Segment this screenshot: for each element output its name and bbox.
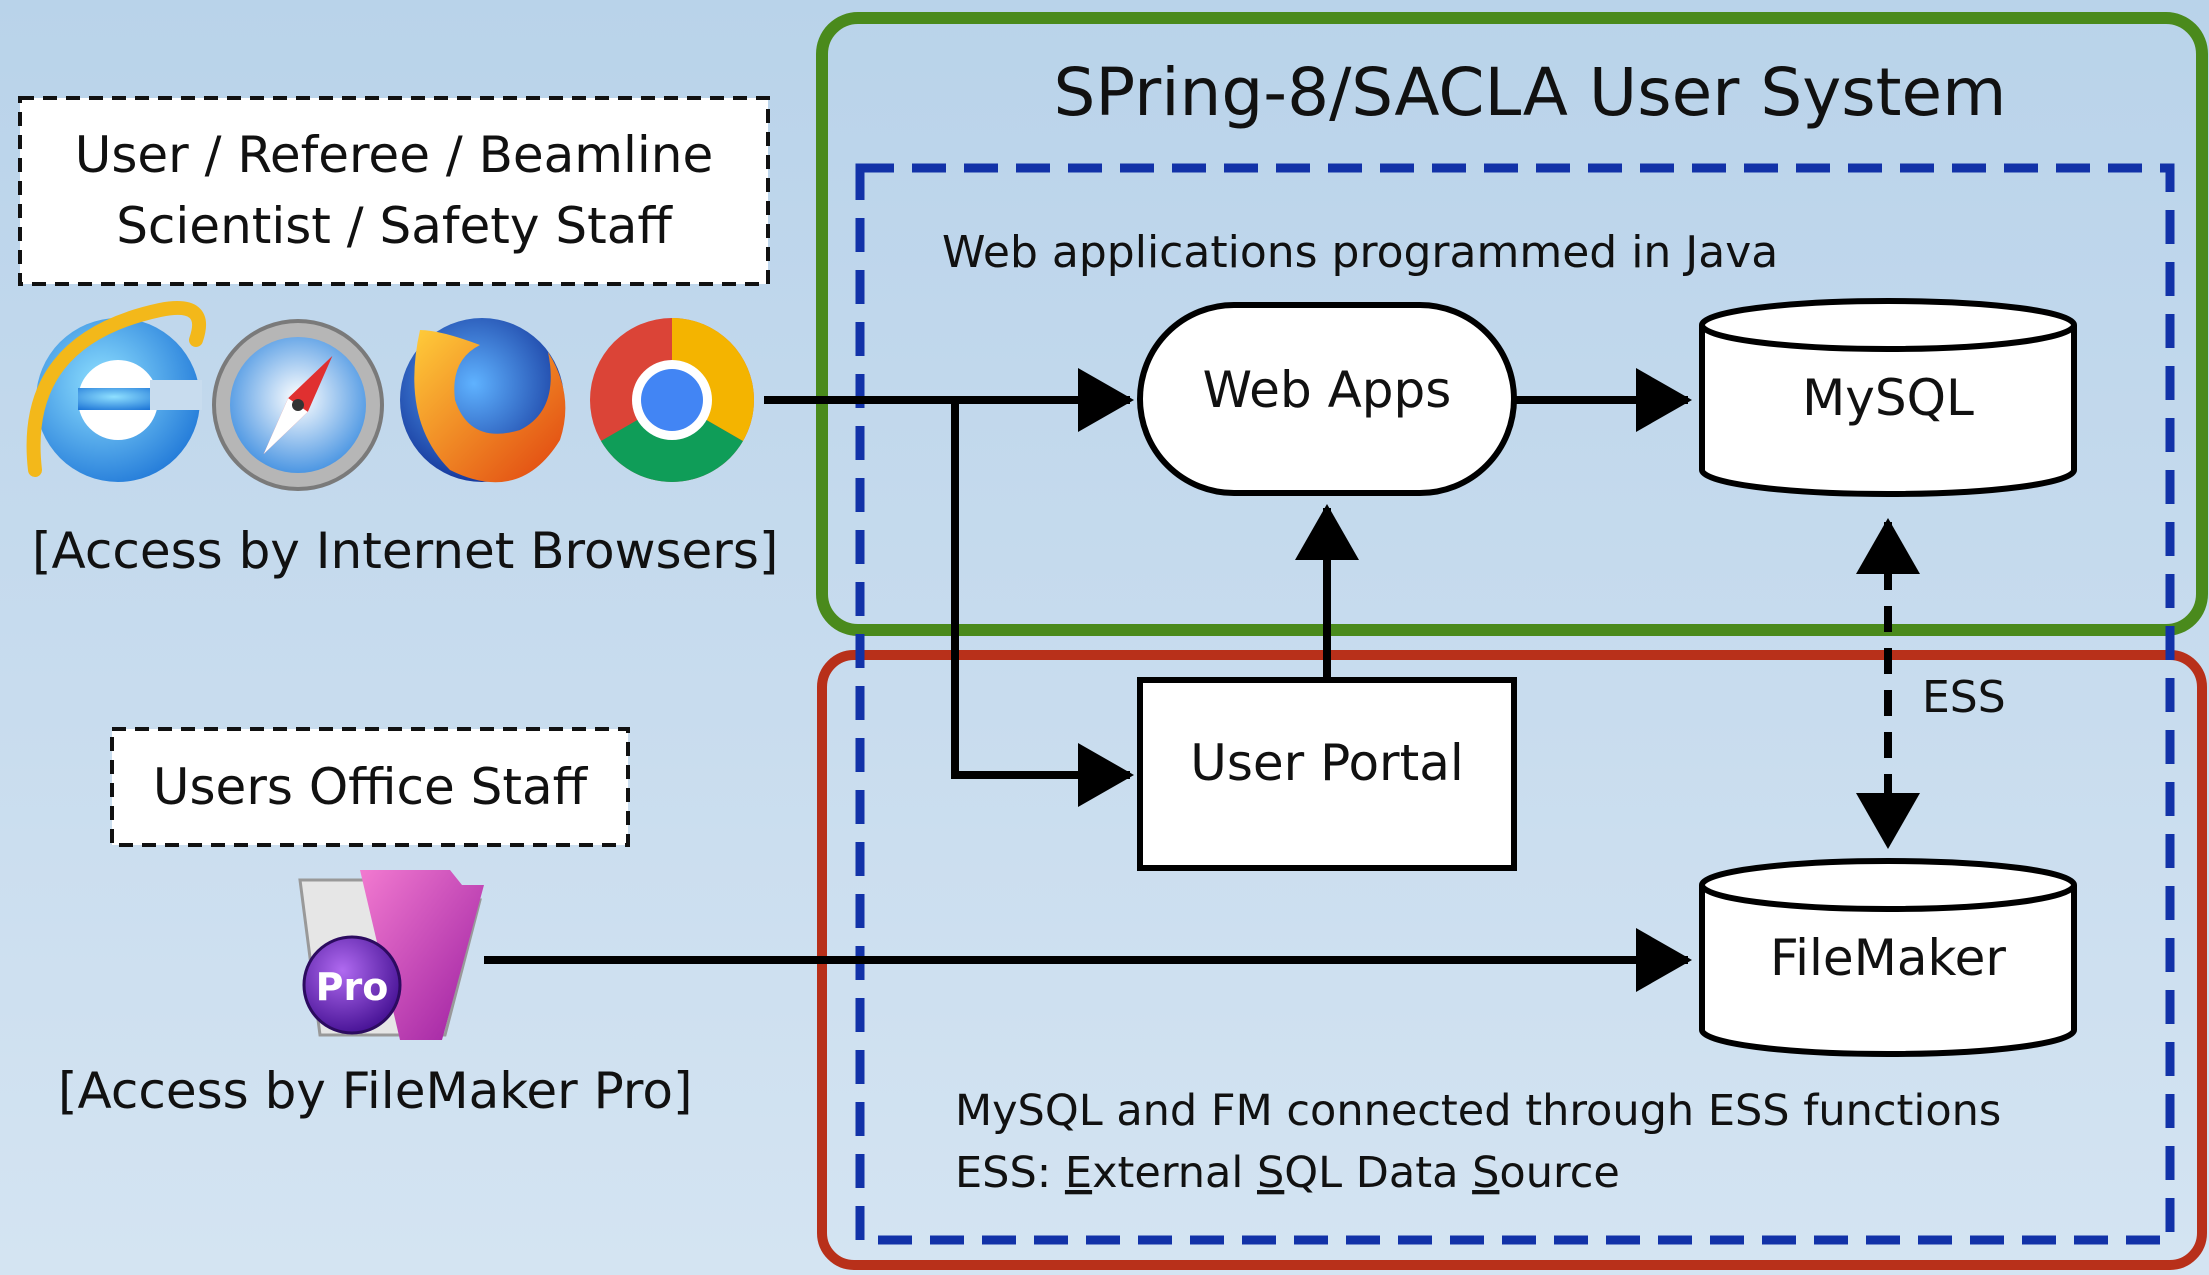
filemaker-access-label: [Access by FileMaker Pro] (58, 1062, 692, 1120)
ess-note-line1: MySQL and FM connected through ESS funct… (955, 1086, 2001, 1136)
browser-users-label-line1: User / Referee / Beamline (75, 126, 713, 184)
system-title: SPring-8/SACLA User System (1054, 54, 2007, 131)
filemaker-pro-badge: Pro (316, 965, 389, 1009)
user-portal-node: User Portal (1137, 677, 1517, 871)
browser-to-portal-arrow (951, 400, 1134, 807)
mysql-node: MySQL (1699, 298, 2077, 497)
ess-link-label: ESS (1922, 672, 2006, 723)
internet-explorer-icon (26, 301, 207, 482)
web-apps-node: Web Apps (1137, 302, 1517, 496)
browser-access-label: [Access by Internet Browsers] (32, 522, 778, 580)
filemaker-pro-icon: Pro (298, 870, 484, 1040)
system-boundary-green (816, 12, 2208, 636)
java-label: Web applications programmed in Java (942, 227, 1778, 278)
safari-icon (212, 319, 384, 491)
browser-users-label-line2: Scientist / Safety Staff (116, 197, 673, 255)
browser-users-box (18, 96, 770, 286)
office-staff-label: Users Office Staff (153, 758, 589, 816)
office-staff-box (110, 727, 630, 847)
mysql-label: MySQL (1802, 369, 1974, 427)
filemaker-node: FileMaker (1699, 858, 2077, 1057)
ess-note-line2: ESS: External SQL Data Source (955, 1148, 1620, 1198)
connector-lines (484, 368, 1920, 992)
firefox-icon (400, 318, 566, 483)
chrome-icon (590, 318, 754, 482)
filemaker-label: FileMaker (1770, 929, 2006, 987)
user-portal-label: User Portal (1190, 734, 1464, 792)
web-apps-label: Web Apps (1203, 361, 1452, 419)
java-webapp-boundary-blue (855, 163, 2175, 1245)
